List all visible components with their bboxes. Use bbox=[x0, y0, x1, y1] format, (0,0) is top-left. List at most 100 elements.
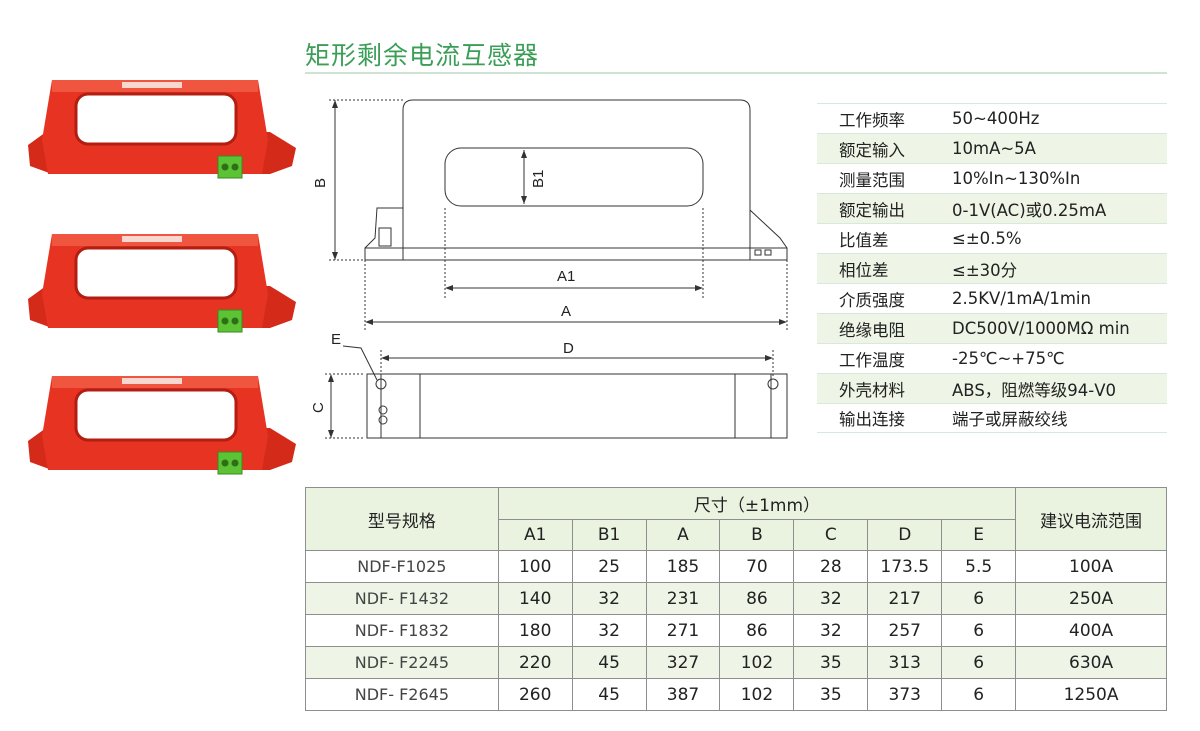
dim-cell: 6 bbox=[941, 678, 1017, 711]
spec-value: 2.5KV/1mA/1min bbox=[952, 289, 1091, 308]
spec-value: DC500V/1000MΩ min bbox=[952, 319, 1130, 338]
dim-cell: 185 bbox=[645, 550, 721, 583]
dim-header: A bbox=[645, 519, 721, 551]
spec-label: 额定输出 bbox=[839, 200, 905, 220]
spec-label: 介质强度 bbox=[839, 290, 905, 310]
dim-label-a1: A1 bbox=[557, 268, 575, 285]
spec-value: 端子或屏蔽绞线 bbox=[952, 410, 1068, 429]
spec-value: 0-1V(AC)或0.25mA bbox=[952, 200, 1107, 220]
dim-cell: 32 bbox=[793, 582, 869, 615]
dim-cell: 271 bbox=[645, 614, 721, 647]
model-table: 型号规格 尺寸（±1mm） 建议电流范围 A1 B1 A B C D E NDF… bbox=[305, 487, 1167, 711]
dim-cell: 100 bbox=[497, 550, 573, 583]
range-cell: 1250A bbox=[1015, 678, 1167, 711]
dim-label-b: B bbox=[312, 178, 329, 188]
spec-label: 工作频率 bbox=[839, 110, 905, 130]
dim-cell: 35 bbox=[793, 678, 869, 711]
spec-row: 额定输出 0-1V(AC)或0.25mA bbox=[817, 193, 1167, 223]
range-header: 建议电流范围 bbox=[1015, 487, 1167, 551]
range-cell: 250A bbox=[1015, 582, 1167, 615]
spec-row: 外壳材料 ABS，阻燃等级94-V0 bbox=[817, 373, 1167, 403]
dim-label-b1: B1 bbox=[530, 170, 547, 188]
dim-label-d: D bbox=[563, 340, 574, 357]
table-row: NDF- F2245 220 45 327 102 35 313 6 630A bbox=[305, 646, 1167, 679]
spec-value: 50~400Hz bbox=[952, 109, 1040, 128]
spec-label: 输出连接 bbox=[839, 410, 905, 429]
product-photos bbox=[22, 70, 302, 475]
dim-cell: 70 bbox=[719, 550, 795, 583]
dim-header: B1 bbox=[571, 519, 647, 551]
model-cell: NDF- F2645 bbox=[305, 678, 499, 711]
spec-label: 绝缘电阻 bbox=[839, 320, 905, 340]
table-subheader-row: A1 B1 A B C D E bbox=[306, 519, 1167, 551]
dim-label-c: C bbox=[310, 402, 327, 413]
dim-cell: 102 bbox=[719, 678, 795, 711]
model-cell: NDF- F2245 bbox=[305, 646, 499, 679]
dim-cell: 35 bbox=[793, 646, 869, 679]
spec-value: ≤±0.5% bbox=[952, 229, 1022, 248]
dim-cell: 6 bbox=[941, 614, 1017, 647]
spec-row: 介质强度 2.5KV/1mA/1min bbox=[817, 283, 1167, 313]
dim-cell: 373 bbox=[867, 678, 943, 711]
dim-header: A1 bbox=[497, 519, 573, 551]
table-row: NDF- F2645 260 45 387 102 35 373 6 1250A bbox=[305, 678, 1167, 711]
range-cell: 630A bbox=[1015, 646, 1167, 679]
dim-cell: 45 bbox=[571, 678, 647, 711]
table-row: NDF- F1432 140 32 231 86 32 217 6 250A bbox=[305, 582, 1167, 615]
range-cell: 400A bbox=[1015, 614, 1167, 647]
dim-cell: 217 bbox=[867, 582, 943, 615]
product-photo-2 bbox=[28, 234, 296, 333]
dim-cell: 45 bbox=[571, 646, 647, 679]
dim-cell: 387 bbox=[645, 678, 721, 711]
dim-cell: 86 bbox=[719, 614, 795, 647]
dim-cell: 231 bbox=[645, 582, 721, 615]
dim-cell: 220 bbox=[497, 646, 573, 679]
spec-value: ≤±30分 bbox=[952, 260, 1018, 280]
dim-cell: 32 bbox=[571, 614, 647, 647]
dim-cell: 260 bbox=[497, 678, 573, 711]
spec-row: 比值差≤±0.5% bbox=[817, 223, 1167, 253]
spec-value: 10%In~130%In bbox=[952, 169, 1081, 188]
model-cell: NDF- F1832 bbox=[305, 614, 499, 647]
table-header-row: 型号规格 尺寸（±1mm） 建议电流范围 bbox=[305, 487, 1167, 551]
spec-row: 绝缘电阻 DC500V/1000MΩ min bbox=[817, 313, 1167, 343]
spec-value: 10mA~5A bbox=[952, 139, 1036, 158]
dim-cell: 140 bbox=[497, 582, 573, 615]
model-cell: NDF-F1025 bbox=[305, 550, 499, 583]
spec-label: 外壳材料 bbox=[839, 380, 905, 400]
spec-row: 测量范围 10%In~130%In bbox=[817, 163, 1167, 193]
dim-cell: 25 bbox=[571, 550, 647, 583]
dim-cell: 86 bbox=[719, 582, 795, 615]
table-row: NDF-F1025 100 25 185 70 28 173.5 5.5 100… bbox=[305, 550, 1167, 583]
spec-value: -25℃~+75℃ bbox=[952, 349, 1065, 368]
model-header: 型号规格 bbox=[305, 487, 499, 551]
dimension-drawing: B B1 A1 A D C E bbox=[310, 99, 788, 439]
dim-cell: 313 bbox=[867, 646, 943, 679]
dim-cell: 32 bbox=[793, 614, 869, 647]
spec-row: 输出连接 端子或屏蔽绞线 bbox=[817, 403, 1167, 433]
page-title: 矩形剩余电流互感器 bbox=[305, 41, 540, 70]
dim-cell: 5.5 bbox=[941, 550, 1017, 583]
dim-header: D bbox=[867, 519, 943, 551]
product-photo-3 bbox=[28, 376, 296, 475]
product-photo-1 bbox=[28, 80, 296, 179]
spec-row: 相位差≤±30分 bbox=[817, 253, 1167, 283]
dim-cell: 6 bbox=[941, 582, 1017, 615]
spec-label: 工作温度 bbox=[839, 350, 905, 370]
dim-label-a: A bbox=[561, 303, 571, 320]
spec-label: 测量范围 bbox=[839, 170, 905, 190]
dim-header: C bbox=[793, 519, 869, 551]
table-row: NDF- F1832 180 32 271 86 32 257 6 400A bbox=[305, 614, 1167, 647]
dim-header: E bbox=[941, 519, 1017, 551]
dim-cell: 6 bbox=[941, 646, 1017, 679]
spec-row: 工作频率 50~400Hz bbox=[817, 103, 1167, 133]
dim-header: B bbox=[719, 519, 795, 551]
size-header: 尺寸（±1mm） bbox=[497, 487, 1017, 520]
spec-label: 额定输入 bbox=[839, 140, 905, 160]
dim-cell: 173.5 bbox=[867, 550, 943, 583]
spec-list: 工作频率 50~400Hz 额定输入 10mA~5A 测量范围 10%In~130%I… bbox=[817, 103, 1167, 433]
model-cell: NDF- F1432 bbox=[305, 582, 499, 615]
dim-cell: 180 bbox=[497, 614, 573, 647]
spec-value: ABS，阻燃等级94-V0 bbox=[952, 380, 1117, 400]
spec-row: 额定输入 10mA~5A bbox=[817, 133, 1167, 163]
